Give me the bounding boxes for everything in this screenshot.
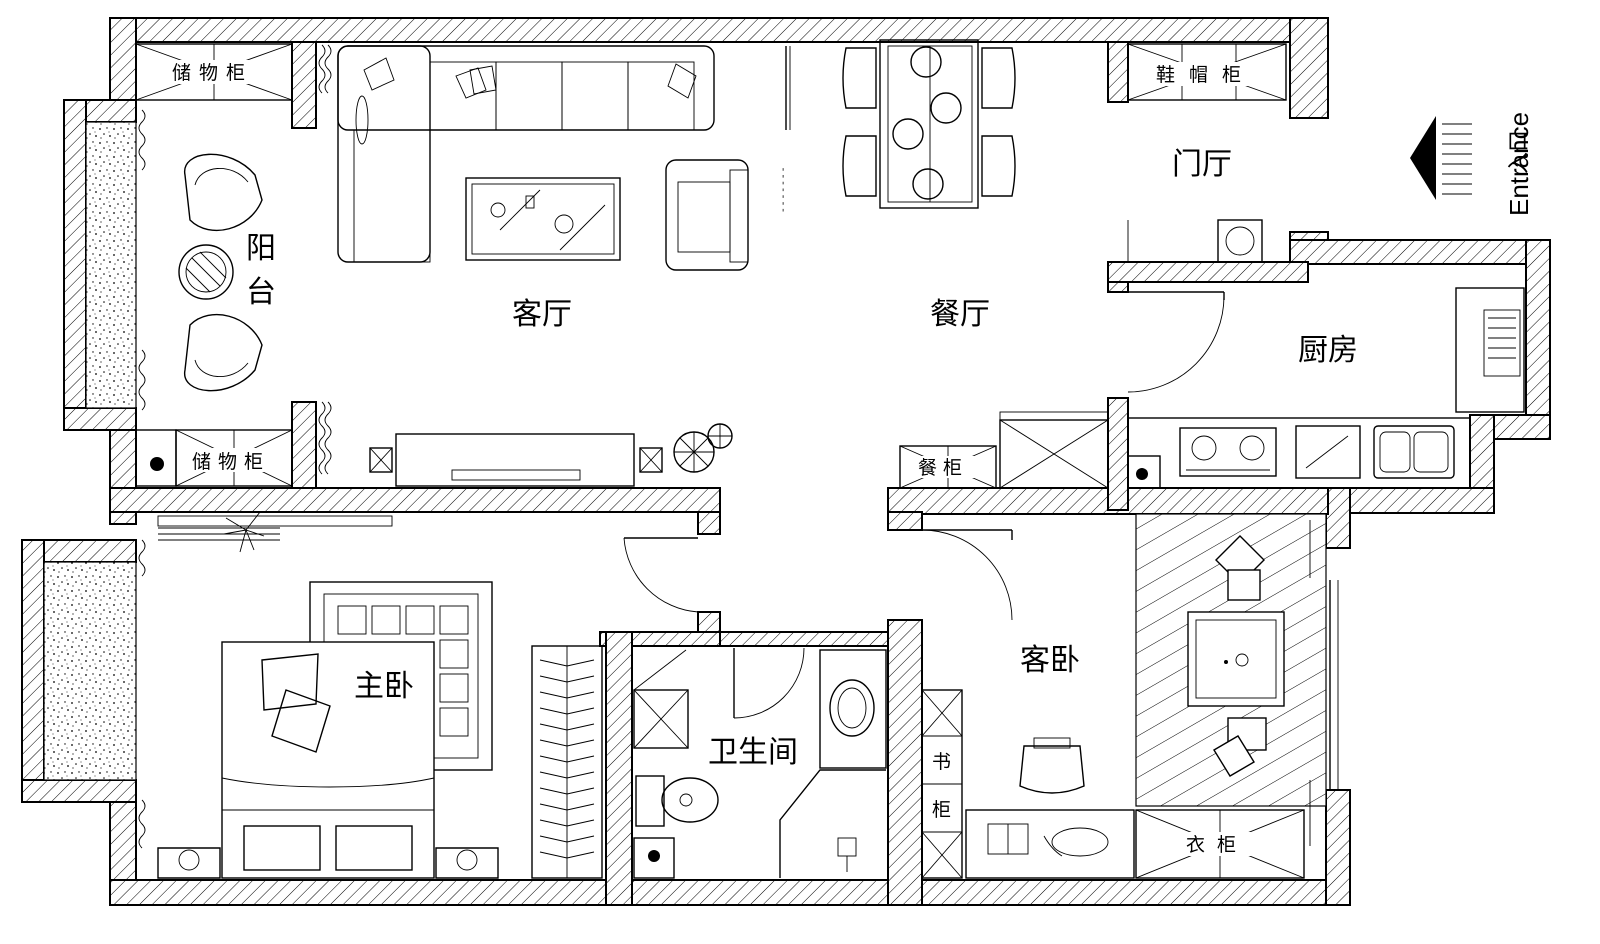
plant-icon <box>673 423 733 473</box>
lounge-chair-top <box>184 153 263 232</box>
entrance-en-label: Entrance <box>1504 112 1534 216</box>
bookshelf-label-2: 柜 <box>932 799 951 821</box>
master-wardrobe <box>531 645 603 879</box>
storage-cabinet-bottom-label: 储物柜 <box>192 451 270 473</box>
kitchen: 厨房 <box>1127 287 1525 489</box>
shower-tray <box>633 649 689 749</box>
bathroom-label: 卫生间 <box>708 735 798 770</box>
washbasin <box>819 649 887 769</box>
l-sofa <box>337 45 715 263</box>
nightstand-left <box>157 847 221 879</box>
shower-head <box>837 837 857 872</box>
storage-cabinet-top-label: 储物柜 <box>172 62 253 84</box>
desk-chair <box>1019 737 1085 794</box>
balcony-label-1: 阳 <box>246 231 276 266</box>
dining-chairs <box>842 47 1016 197</box>
storage-cabinet-bottom: 储物柜 <box>135 429 293 487</box>
guest-bedroom-label: 客卧 <box>1020 643 1080 678</box>
cutting-board <box>1295 425 1361 479</box>
bookshelf: 书 柜 <box>921 689 963 879</box>
shoe-cabinet-label: 鞋帽柜 <box>1156 64 1255 86</box>
floor-drain-icon <box>150 457 164 471</box>
partition-note: - - - - - - - <box>778 167 789 212</box>
gas-stove <box>1179 427 1277 477</box>
tv-cabinet <box>369 433 663 487</box>
floor-drain-icon <box>648 850 660 862</box>
guest-bedroom: 书 柜 衣柜 <box>921 513 1339 879</box>
entrance-cn-label: 入口 <box>1507 130 1532 174</box>
tea-table <box>1187 611 1285 707</box>
dining-table <box>879 39 979 209</box>
toilet <box>635 775 719 827</box>
walls <box>21 17 1551 906</box>
bookshelf-label-1: 书 <box>932 751 951 773</box>
armchair <box>665 159 749 271</box>
floor-drain-icon <box>1136 468 1148 480</box>
balcony: 阳 台 <box>43 121 276 781</box>
curtains <box>138 44 332 849</box>
master-bedroom: 主卧 <box>157 511 699 879</box>
entrance-marker: 入口 Entrance <box>1410 112 1534 216</box>
foyer-label: 门厅 <box>1172 147 1232 182</box>
double-sink <box>1373 425 1455 479</box>
foyer: 鞋帽柜 门厅 <box>1127 43 1287 263</box>
guest-wardrobe: 衣柜 <box>1135 809 1305 879</box>
bed <box>221 641 435 879</box>
living-room-label: 客厅 <box>512 297 572 332</box>
round-side-table <box>178 244 234 300</box>
plant-icon <box>223 511 265 553</box>
fridge-cabinet: 餐柜 <box>899 411 1109 489</box>
lounge-chair-bottom <box>184 313 263 392</box>
bathroom: 卫生间 <box>633 647 887 879</box>
dining-room: 餐厅 <box>842 39 1016 332</box>
storage-cabinet-top: 储物柜 <box>135 43 293 101</box>
nightstand-right <box>435 847 499 879</box>
side-cabinet-label: 餐柜 <box>918 457 968 479</box>
floor-cushions <box>1213 535 1267 777</box>
desk <box>965 809 1135 879</box>
master-bedroom-label: 主卧 <box>354 669 414 704</box>
guest-wardrobe-label: 衣柜 <box>1186 834 1248 856</box>
balcony-label-2: 台 <box>246 275 276 310</box>
coffee-table <box>465 177 621 261</box>
dining-room-label: 餐厅 <box>930 297 990 332</box>
gas-meter <box>1217 219 1263 263</box>
living-room: - - - - - - - 客厅 <box>337 45 791 487</box>
shoe-cabinet: 鞋帽柜 <box>1127 43 1287 101</box>
kitchen-label: 厨房 <box>1298 333 1358 368</box>
